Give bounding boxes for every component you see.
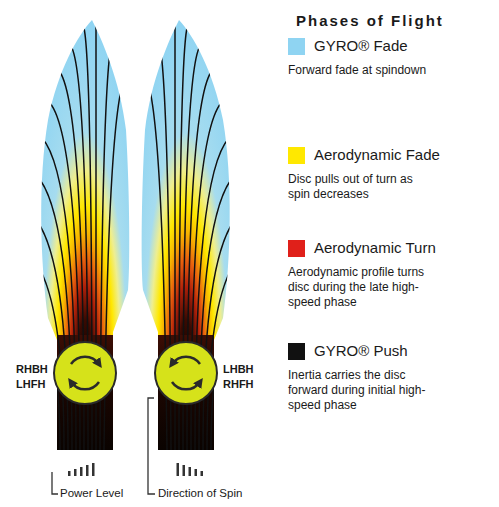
- legend-label: Aerodynamic Fade: [314, 146, 440, 163]
- flight-shape: [142, 15, 241, 476]
- legend-description: Aerodynamic profile turns disc during th…: [288, 265, 426, 310]
- key-label: Power Level: [60, 486, 150, 501]
- legend-title: Phases of Flight: [296, 12, 444, 29]
- power-bars: [177, 463, 204, 476]
- key-label: Direction of Spin: [158, 486, 278, 501]
- power-bars: [68, 463, 95, 476]
- legend-label: GYRO® Fade: [314, 37, 408, 54]
- legend-swatch: [288, 343, 305, 360]
- spin-arrow: [172, 382, 200, 389]
- spin-arrow: [71, 382, 99, 389]
- spin-arrow: [172, 357, 200, 364]
- legend-swatch: [288, 38, 305, 55]
- spin-circle: [155, 342, 217, 404]
- legend-swatch: [288, 240, 305, 257]
- legend-label: GYRO® Push: [314, 342, 408, 359]
- throw-label: LHBH: [223, 362, 263, 377]
- legend-description: Disc pulls out of turn as spin decreases: [288, 172, 428, 202]
- spin-circle: [54, 342, 116, 404]
- legend-description: Inertia carries the disc forward during …: [288, 368, 433, 413]
- label-bracket: [148, 398, 155, 494]
- label-bracket: [52, 472, 58, 494]
- throw-label: RHBH: [16, 362, 56, 377]
- spin-arrow: [71, 357, 99, 364]
- throw-label: RHFH: [223, 377, 263, 392]
- flight-shape: [30, 15, 129, 476]
- flight-outline: [142, 20, 230, 450]
- flight-outline: [41, 20, 129, 450]
- legend-label: Aerodynamic Turn: [314, 239, 436, 256]
- legend-swatch: [288, 147, 305, 164]
- throw-label: LHFH: [16, 377, 56, 392]
- legend-description: Forward fade at spindown: [288, 63, 493, 78]
